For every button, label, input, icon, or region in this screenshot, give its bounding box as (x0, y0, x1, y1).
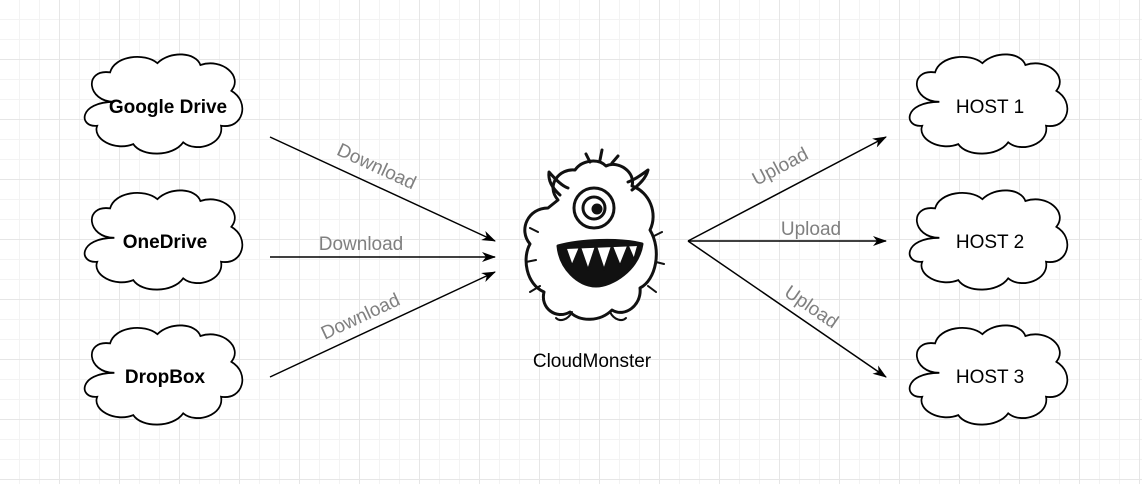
download-label-onedrive: Download (319, 234, 404, 255)
upload-label-host-1: Upload (749, 144, 812, 191)
upload-arrow-host-3 (687, 240, 887, 378)
download-arrow-google-drive (269, 136, 496, 242)
source-label-google-drive: Google Drive (109, 97, 227, 118)
upload-arrow-host-1 (687, 136, 887, 242)
download-arrow-dropbox (269, 271, 496, 378)
target-label-host-3: HOST 3 (956, 367, 1024, 388)
download-label-dropbox: Download (318, 290, 403, 345)
source-label-dropbox: DropBox (125, 367, 206, 388)
monster-icon (523, 148, 665, 321)
target-label-host-1: HOST 1 (956, 97, 1024, 118)
center-label-cloudmonster: CloudMonster (533, 351, 652, 372)
source-label-onedrive: OneDrive (123, 232, 207, 253)
target-label-host-2: HOST 2 (956, 232, 1024, 253)
upload-label-host-2: Upload (781, 219, 841, 240)
